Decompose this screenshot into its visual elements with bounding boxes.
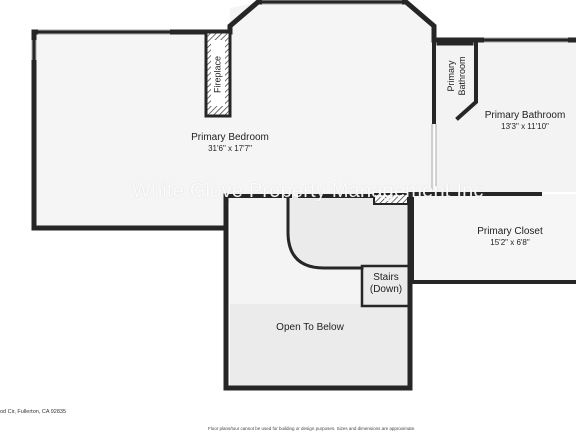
address-footer: od Cir, Fullerton, CA 92835: [0, 409, 67, 415]
bedroom-outer-wall: [31, 29, 233, 231]
primary-bedroom-dims: 31'6" x 17'7": [208, 144, 252, 153]
primary-bathroom-floor: [436, 40, 576, 192]
disclaimer-footer: Floor plans/tour cannot be used for buil…: [208, 426, 416, 431]
stairs-box: [360, 264, 412, 308]
primary-closet-name: Primary Closet: [477, 226, 543, 237]
landing-curve: [286, 194, 364, 270]
upper-landing-floor: [230, 196, 362, 304]
primary-bedroom-label: Primary Bedroom 31'6" x 17'7": [150, 132, 310, 154]
stairs-label: Stairs (Down): [362, 272, 410, 296]
primary-bathroom-label: Primary Bathroom 13'3" x 11'10": [470, 110, 576, 132]
alcove-line2: Bathroom: [457, 56, 467, 96]
stairs-line2: (Down): [369, 284, 403, 295]
fireplace-label: Fireplace: [212, 56, 223, 94]
open-to-below-name: Open To Below: [276, 322, 344, 333]
primary-bathroom-name: Primary Bathroom: [484, 110, 566, 121]
primary-bedroom-floor: [34, 2, 434, 228]
primary-bathroom-alcove-label: Primary Bathroom: [446, 46, 470, 106]
closet-shelf-hatch: [373, 193, 409, 205]
primary-bathroom-dims: 13'3" x 11'10": [501, 122, 549, 131]
alcove-line1: Primary: [446, 60, 456, 92]
primary-closet-dims: 15'2" x 6'8": [490, 238, 530, 247]
watermark: White Glove Property Management Inc: [132, 180, 484, 202]
primary-closet-label: Primary Closet 15'2" x 6'8": [460, 226, 560, 248]
stairs-line1: Stairs: [373, 272, 399, 283]
bay-wall: [227, 0, 437, 43]
alcove-wall-2: [455, 42, 478, 121]
open-to-below-label: Open To Below: [250, 322, 370, 334]
primary-bedroom-name: Primary Bedroom: [191, 132, 269, 143]
primary-closet-floor: [412, 194, 576, 282]
